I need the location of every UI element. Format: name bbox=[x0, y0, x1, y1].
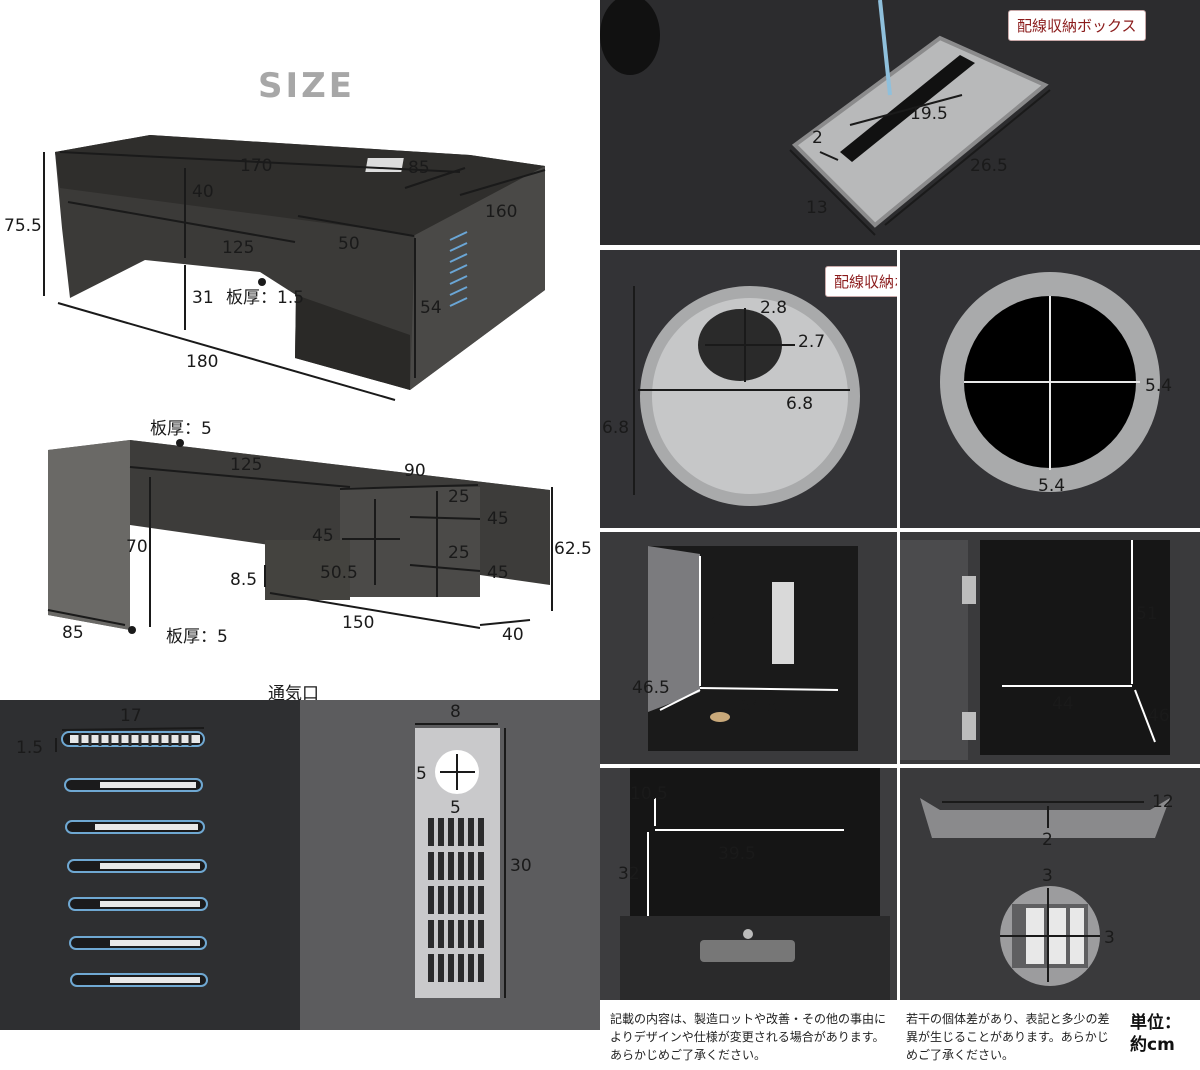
dim-125: 125 bbox=[222, 238, 255, 258]
dim-cab-44: 44 bbox=[1052, 694, 1074, 714]
cabinet-left-photo: 51 46.5 64.5 bbox=[600, 532, 897, 764]
cable-box-photo: 配線収納ボックス 19.5 2 26.5 13 bbox=[600, 0, 1200, 245]
cable-box-tag: 配線収納ボックス bbox=[1008, 10, 1146, 41]
dim-125-b: 125 bbox=[230, 455, 263, 475]
dim-vent-5-a: 5 bbox=[416, 764, 427, 784]
dim-cab-64-5: 64.5 bbox=[740, 696, 778, 716]
dim-45-h: 45 bbox=[312, 526, 334, 546]
dim-90: 90 bbox=[404, 461, 426, 481]
vent-title: 通気口 bbox=[268, 684, 319, 704]
size-title: SIZE bbox=[258, 66, 356, 106]
dim-40-b: 40 bbox=[502, 625, 524, 645]
dim-thickness-5-bottom: 板厚：5 bbox=[166, 627, 228, 647]
dim-50-5: 50.5 bbox=[320, 563, 358, 583]
dim-6-8-v: 6.8 bbox=[602, 418, 630, 438]
unit-line1: 単位： bbox=[1130, 1013, 1181, 1033]
dim-drawer-10-5: 10.5 bbox=[630, 784, 668, 804]
dim-drawer-39-5: 39.5 bbox=[718, 844, 756, 864]
dim-thickness-5-top: 板厚：5 bbox=[150, 419, 212, 439]
dim-25-b: 25 bbox=[448, 543, 470, 563]
unit-line2: 約cm bbox=[1130, 1035, 1175, 1055]
dim-vent-8: 8 bbox=[450, 702, 461, 722]
dim-8-5: 8.5 bbox=[230, 570, 258, 590]
dim-19-5: 19.5 bbox=[910, 104, 948, 124]
dim-vent-30: 30 bbox=[510, 856, 532, 876]
dim-54: 54 bbox=[420, 298, 442, 318]
dim-25-a: 25 bbox=[448, 487, 470, 507]
dim-handle-2: 2 bbox=[1042, 830, 1053, 850]
drawer-photo: 10.5 39.5 32 bbox=[600, 768, 897, 1000]
dim-45-b: 45 bbox=[487, 563, 509, 583]
cable-hole-tag: 配線収納ホール bbox=[825, 266, 897, 297]
dim-cab-51-left: 51 bbox=[706, 610, 728, 630]
dim-lock-3-right: 3 bbox=[1104, 928, 1115, 948]
dim-75-5: 75.5 bbox=[4, 216, 42, 236]
note-left: 記載の内容は、製造ロットや改善・その他の事由によりデザインや仕様が変更される場合… bbox=[604, 1004, 892, 1066]
dim-150: 150 bbox=[342, 613, 375, 633]
dim-180: 180 bbox=[186, 352, 219, 372]
dim-5-4-v: 5.4 bbox=[1038, 476, 1066, 496]
dim-31: 31 bbox=[192, 288, 214, 308]
desk-top-illustration: 170 85 40 160 75.5 125 50 31 板厚：1.5 54 1… bbox=[0, 100, 600, 410]
vent-photo-left: 17 1.5 bbox=[0, 700, 300, 1030]
dim-cable-2: 2 bbox=[812, 128, 823, 148]
dim-cab-51-right: 51 bbox=[1136, 604, 1158, 624]
vent-photo-right: 8 5 5 30 bbox=[300, 700, 600, 1030]
dim-45-a: 45 bbox=[487, 509, 509, 529]
dim-70: 70 bbox=[126, 537, 148, 557]
dim-160: 160 bbox=[485, 202, 518, 222]
dim-85-b: 85 bbox=[62, 623, 84, 643]
unit-label: 単位： 約cm bbox=[1130, 1012, 1181, 1056]
cable-hole-photo-open: 5.4 5.4 bbox=[900, 250, 1200, 528]
dim-170: 170 bbox=[240, 156, 273, 176]
dim-62-5: 62.5 bbox=[554, 539, 592, 559]
desk-back-illustration: 板厚：5 125 90 25 45 45 70 25 62.5 8.5 50.5… bbox=[0, 415, 600, 675]
dim-cab-46: 46 bbox=[1148, 706, 1170, 726]
dim-vent-17: 17 bbox=[120, 706, 142, 726]
dim-2-8: 2.8 bbox=[760, 298, 788, 318]
dim-13: 13 bbox=[806, 198, 828, 218]
note-right: 若干の個体差があり、表記と多少の差異が生じることがあります。あらかじめご了承くだ… bbox=[900, 1004, 1126, 1066]
cable-hole-photo-closed: 配線収納ホール 2.8 2.7 6.8 6.8 bbox=[600, 250, 897, 528]
dim-vent-1-5: 1.5 bbox=[16, 738, 44, 758]
dim-5-4-h: 5.4 bbox=[1145, 376, 1173, 396]
dim-6-8-h: 6.8 bbox=[786, 394, 814, 414]
cabinet-right-photo: 51 44 46 bbox=[900, 532, 1200, 764]
dim-2-7: 2.7 bbox=[798, 332, 826, 352]
dim-cab-46-5: 46.5 bbox=[632, 678, 670, 698]
dim-40: 40 bbox=[192, 182, 214, 202]
dim-lock-3-top: 3 bbox=[1042, 866, 1053, 886]
dim-26-5: 26.5 bbox=[970, 156, 1008, 176]
dim-vent-5-b: 5 bbox=[450, 798, 461, 818]
handle-lock-photo: 12 2 3 3 bbox=[900, 768, 1200, 1000]
dim-85: 85 bbox=[408, 158, 430, 178]
dim-handle-12: 12 bbox=[1152, 792, 1174, 812]
dim-drawer-32: 32 bbox=[618, 864, 640, 884]
dim-50: 50 bbox=[338, 234, 360, 254]
dim-thickness-1-5: 板厚：1.5 bbox=[226, 288, 305, 308]
